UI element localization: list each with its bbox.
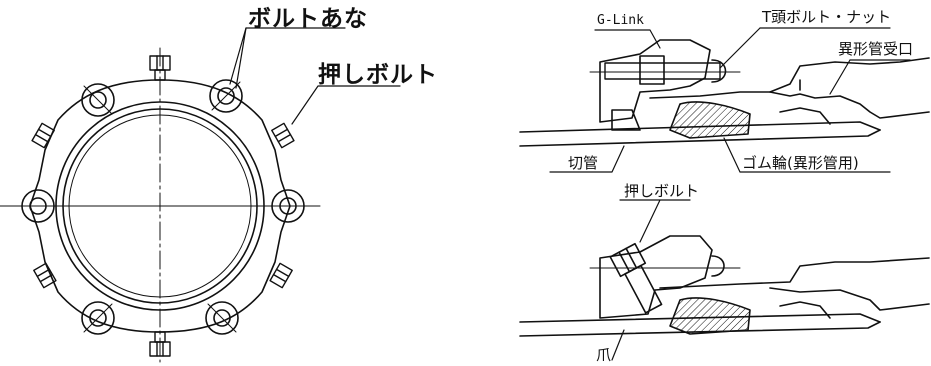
bolt-hole [13,189,63,223]
socket-label: 異形管受口 [838,40,914,58]
glink-label: G-Link [597,13,644,28]
bolt-hole [205,301,239,335]
bolt-hole [81,301,115,335]
cut-pipe-label: 切管 [568,154,599,172]
front-leaders [229,27,401,125]
push-bolt [31,122,55,149]
bolt-hole [209,79,243,113]
t-bolt-label: T頭ボルト・ナット [762,8,892,26]
rubber-ring-label: ゴム輪(異形管用) [742,154,859,172]
push-bolt-label-section: 押しボルト [624,182,700,200]
push-bolt [269,262,293,289]
bolt-holes [13,79,313,335]
bolt-hole [81,83,115,117]
section-bottom [519,199,930,361]
bolt-hole-label: ボルトあな [248,6,368,32]
section-top [519,27,930,173]
push-bolt [149,55,171,81]
bolt-hole [263,189,313,223]
push-bolts [31,55,295,357]
push-bolt [271,122,295,149]
claw-label: 爪 [596,346,612,364]
push-bolt [149,331,171,357]
push-bolt [33,262,57,289]
push-bolt-label-front: 押しボルト [318,62,438,88]
